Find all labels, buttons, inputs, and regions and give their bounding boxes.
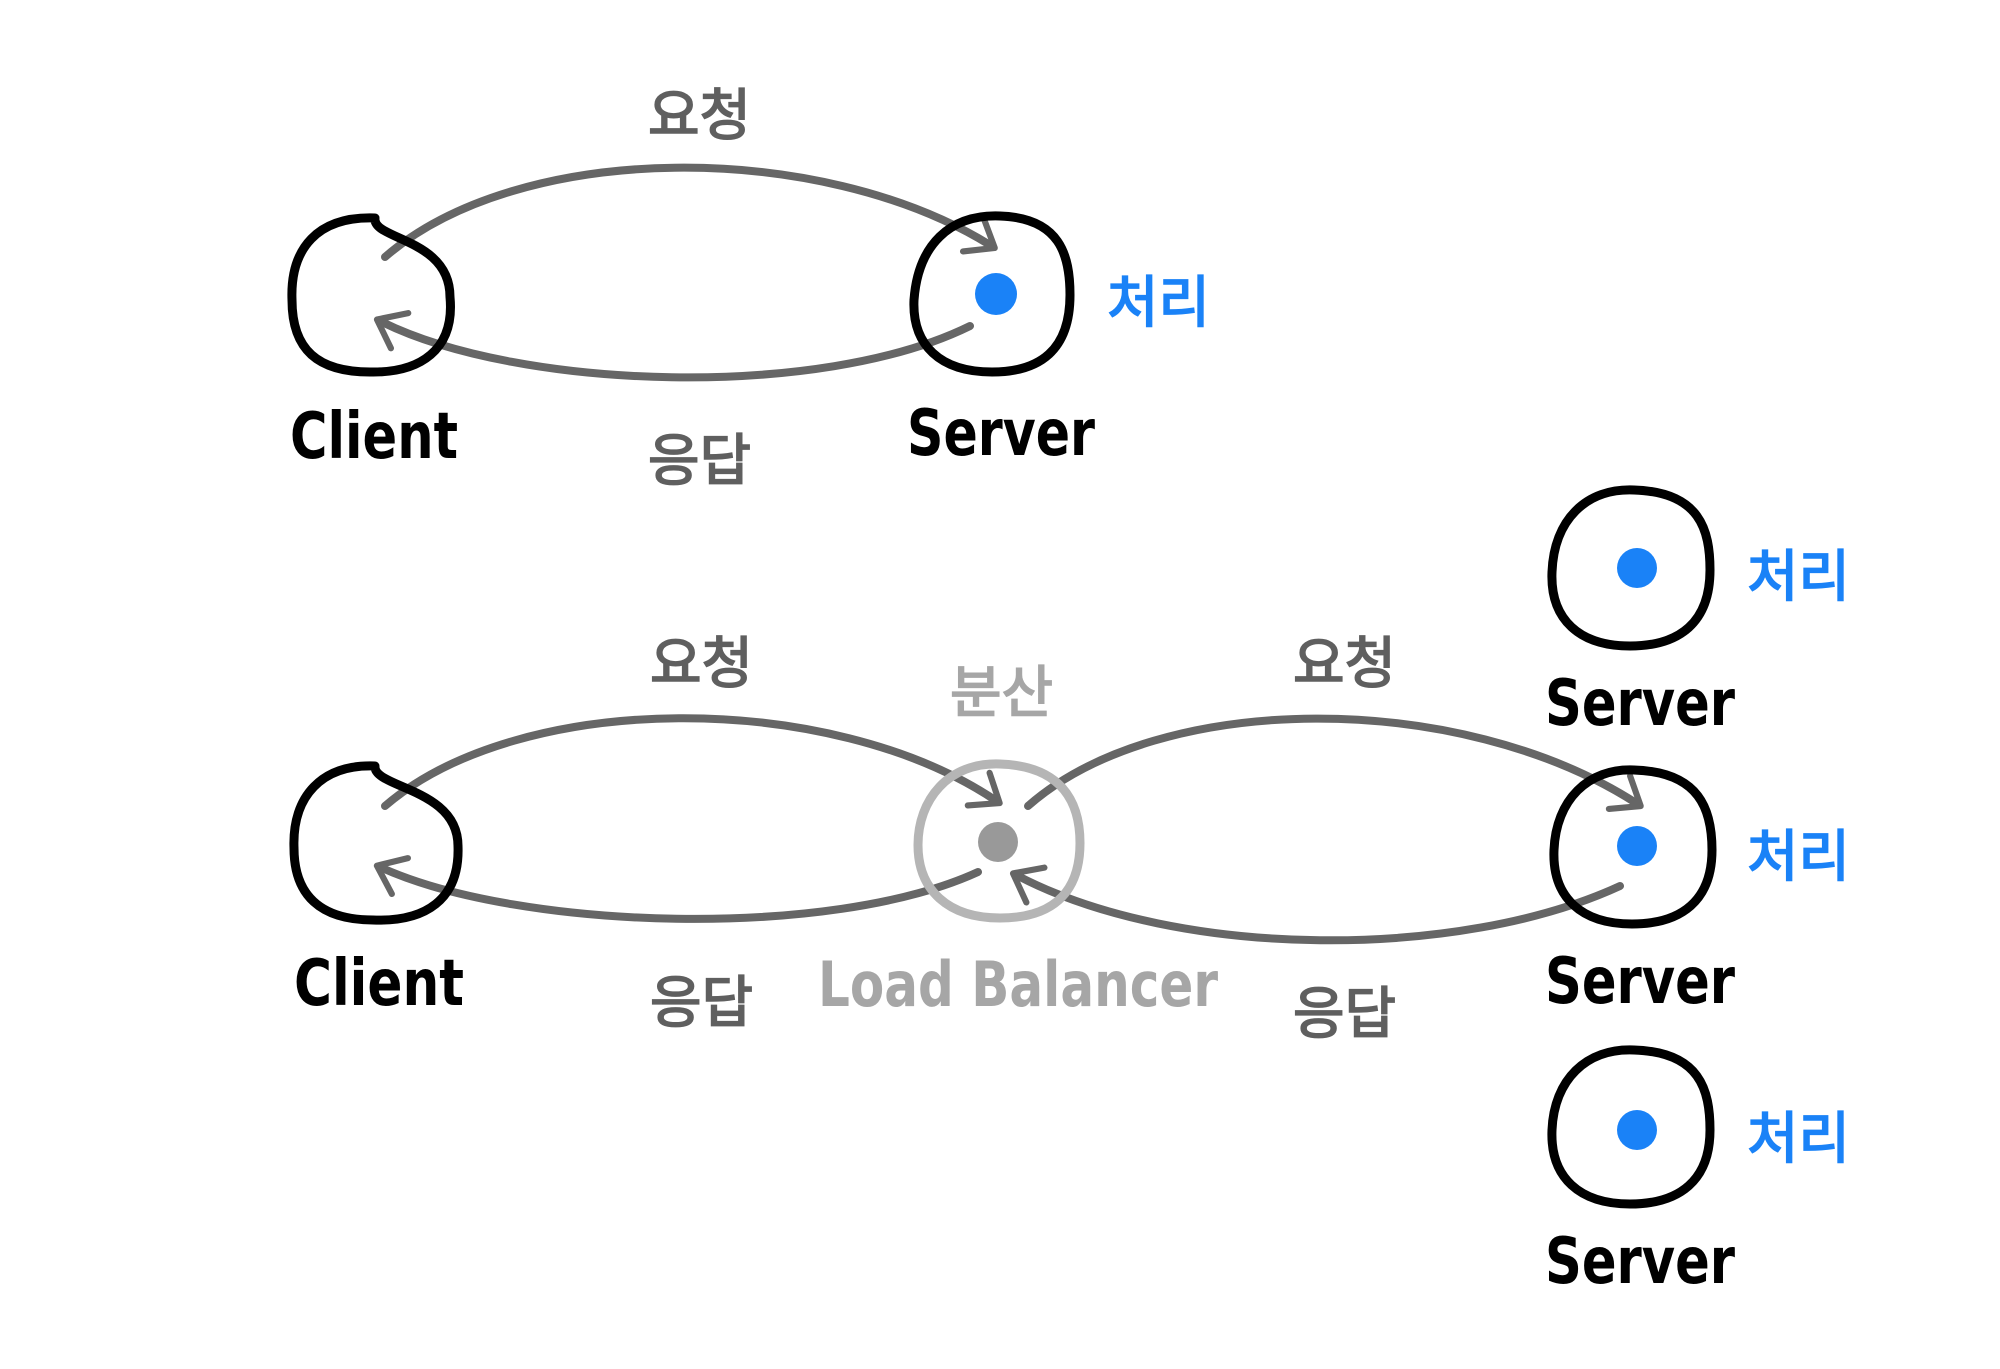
right-request-arrow (1024, 714, 1644, 813)
bottom-client-node (289, 761, 463, 925)
bottom-server-2-process-label: 처리 (1747, 825, 1850, 890)
top-client-node (287, 213, 455, 377)
right-response-label: 응답 (1293, 982, 1396, 1047)
bottom-server-3-process-label: 처리 (1747, 1107, 1850, 1172)
top-response-label: 응답 (648, 429, 751, 494)
left-request-label: 요청 (650, 632, 753, 697)
bottom-client-label: Client (294, 947, 464, 1021)
bottom-server-1-label: Server (1545, 667, 1735, 741)
bottom-server-2-label: Server (1545, 945, 1735, 1019)
bottom-server-1-process-label: 처리 (1747, 545, 1850, 610)
bottom-server-3-process-dot (1617, 1110, 1657, 1150)
left-response-label: 응답 (650, 971, 753, 1036)
left-response-arrow (373, 855, 982, 923)
top-server-process-dot (975, 273, 1017, 315)
top-response-arrow (373, 309, 974, 382)
top-request-label: 요청 (648, 84, 751, 149)
bottom-server-2-process-dot (1617, 826, 1657, 866)
load-balancer-node (913, 759, 1085, 923)
load-balancer-dot (978, 822, 1018, 862)
top-server-node (909, 211, 1075, 377)
top-process-label: 처리 (1107, 271, 1210, 336)
distribute-label: 분산 (950, 661, 1053, 726)
bottom-server-3-label: Server (1545, 1225, 1735, 1299)
top-client-label: Client (290, 400, 458, 474)
bottom-server-node-3 (1547, 1045, 1715, 1209)
simple-client-server-diagram: Client Server 요청 응답 처리 (287, 84, 1210, 494)
bottom-server-1-process-dot (1617, 548, 1657, 588)
load-balancer-diagram: Client Load Balancer 분산 요청 응답 요청 응답 Serv… (289, 485, 1850, 1299)
top-server-label: Server (907, 397, 1095, 471)
top-request-arrow (381, 163, 998, 261)
bottom-server-node-1 (1547, 485, 1715, 651)
bottom-server-node-2 (1549, 765, 1717, 929)
load-balancer-label: Load Balancer (818, 948, 1218, 1021)
right-request-label: 요청 (1293, 632, 1396, 697)
right-response-arrow (1009, 864, 1624, 945)
left-request-arrow (381, 714, 1003, 810)
